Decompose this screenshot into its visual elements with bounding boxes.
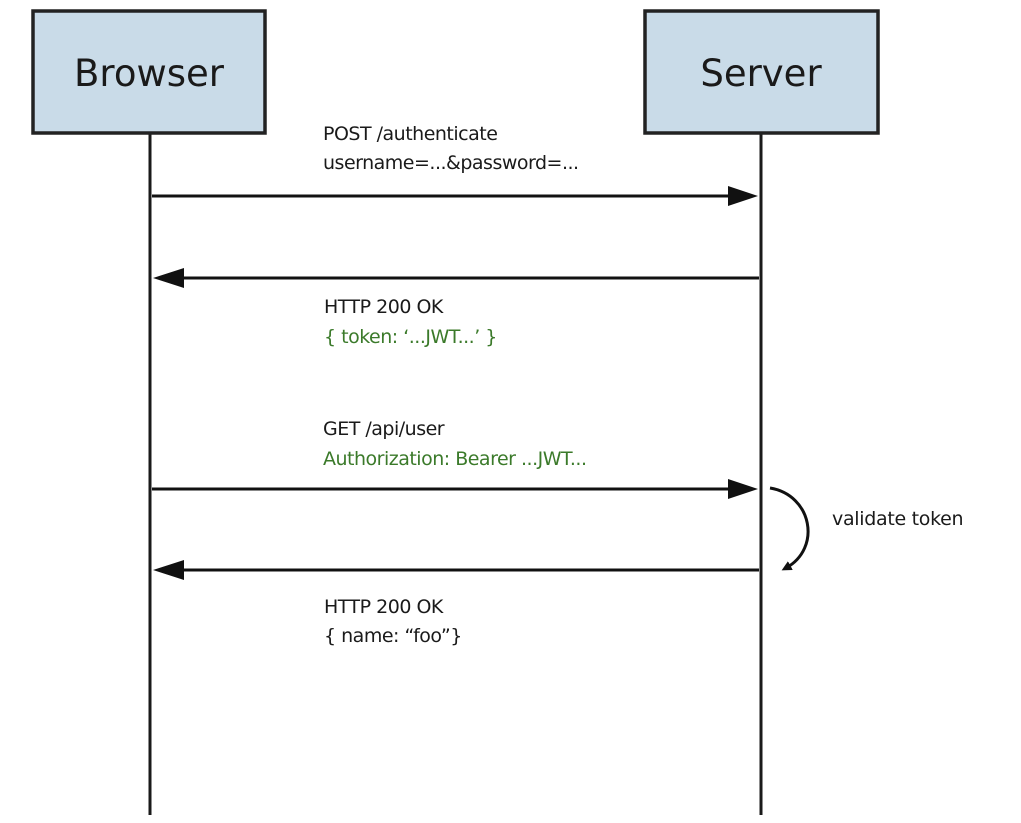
message-3-arrow-head xyxy=(728,479,758,499)
message-3-line-1: GET /api/user xyxy=(323,418,445,440)
server-actor-label: Server xyxy=(700,52,822,95)
message-1-line-1: POST /authenticate xyxy=(323,123,497,145)
browser-actor-label: Browser xyxy=(74,52,225,95)
browser-actor: Browser xyxy=(31,9,267,135)
message-user-response: HTTP 200 OK { name: “foo”} xyxy=(153,560,759,647)
validate-token-label: validate token xyxy=(832,508,963,530)
message-1-line-2: username=...&password=... xyxy=(323,152,579,174)
self-note-validate-token: validate token xyxy=(769,486,964,571)
browser-actor-box xyxy=(31,9,267,135)
validate-token-curved-arrow xyxy=(769,486,810,571)
message-4-arrow-head xyxy=(153,560,184,580)
message-2-line-2: { token: ‘...JWT...’ } xyxy=(324,326,497,348)
message-2-arrow-head xyxy=(153,268,184,288)
server-actor: Server xyxy=(643,9,880,135)
message-4-line-1: HTTP 200 OK xyxy=(324,596,444,618)
message-token-response: HTTP 200 OK { token: ‘...JWT...’ } xyxy=(153,268,759,348)
message-authenticate-request: POST /authenticate username=...&password… xyxy=(152,123,758,206)
server-actor-box xyxy=(643,9,880,135)
message-2-line-1: HTTP 200 OK xyxy=(324,296,444,318)
message-4-line-2: { name: “foo”} xyxy=(324,625,462,647)
message-api-user-request: GET /api/user Authorization: Bearer ...J… xyxy=(152,418,758,499)
message-3-line-2: Authorization: Bearer ...JWT... xyxy=(323,448,586,470)
message-1-arrow-head xyxy=(728,186,758,206)
